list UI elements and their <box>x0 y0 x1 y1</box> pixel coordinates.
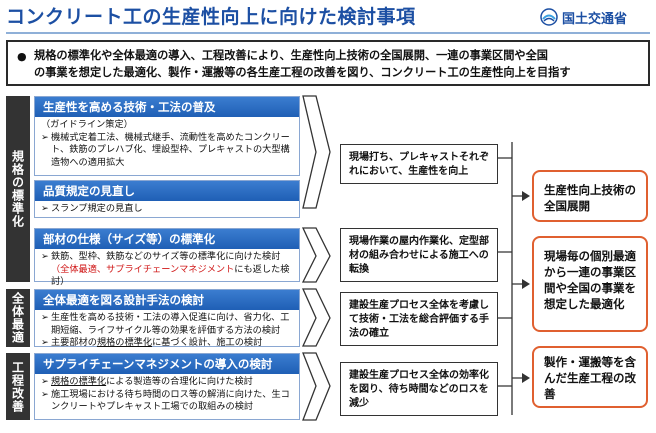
chevron-arrow-4 <box>302 352 331 421</box>
outcome-box-2: 現場作業の屋内作業化、定型部材の組み合わせによる施工への転換 <box>340 228 498 282</box>
outcome-box-3: 建設生産プロセス全体を考慮して技術・工法を総合評価する手法の確立 <box>340 292 498 346</box>
summary-line-1: 規格の標準化や全体最適の導入、工程改善により、生産性向上技術の全国展開、一連の事… <box>34 49 548 62</box>
bullet-icon: ● <box>17 50 27 63</box>
arrow-bullet-icon: ➢ <box>41 131 49 143</box>
list-item: ➢ 規格の標準化による製造等の合理化に向けた検討 <box>41 376 253 387</box>
section-header: サプライチェーンマネジメントの導入の検討 <box>35 354 299 374</box>
category-process: 工程改善 <box>6 353 30 420</box>
list-item: ➢ 主要部材の規格の標準化に基づく設計、施工の検討 <box>41 337 263 349</box>
result-box-nationwide: 生産性向上技術の全国展開 <box>532 170 648 222</box>
result-box-optimization: 現場毎の個別最適から一連の事業区間や全国の事業を想定した最適化 <box>532 236 648 332</box>
section-header: 部材の仕様（サイズ等）の標準化 <box>35 229 299 249</box>
outcome-box-1: 現場打ち、プレキャストそれぞれにおいて、生産性を向上 <box>340 144 498 184</box>
result-box-process: 製作・運搬等を含んだ生産工程の改善 <box>532 346 648 408</box>
page-title: コンクリート工の生産性向上に向けた検討事項 <box>6 6 416 28</box>
arrow-bullet-icon: ➢ <box>41 388 49 400</box>
section-header: 生産性を高める技術・工法の普及 <box>35 97 299 117</box>
arrow-head-r1 <box>522 191 530 201</box>
section-design-method: 全体最適を図る設計手法の検討 ➢ 生産性を高める技術・工法の導入促進に向け、省力… <box>34 289 300 349</box>
arrow-bullet-icon: ➢ <box>41 203 49 214</box>
section-note: （ガイドライン策定） <box>41 119 133 130</box>
underlined-text: 規格の標準化 <box>51 376 107 387</box>
summary-line-2: の事業を想定した最適化、製作・運搬等の各生産工程の改善を図り、コンクリート工の生… <box>34 66 571 79</box>
chevron-arrow-2 <box>301 227 331 283</box>
section-header: 品質規定の見直し <box>35 181 299 201</box>
underlined-text: 規格の標準化 <box>96 337 153 349</box>
summary-box: ● 規格の標準化や全体最適の導入、工程改善により、生産性向上技術の全国展開、一連… <box>6 40 650 86</box>
arrow-bullet-icon: ➢ <box>41 376 49 387</box>
section-quality-review: 品質規定の見直し ➢ スランプ規定の見直し <box>34 180 300 218</box>
list-item: ➢ 施工現場における待ち時間のロス等の解消に向けた、生コンクリートやプレキャスト… <box>41 388 290 413</box>
list-item: ➢ 機械式定着工法、機械式継手、流動性を高めたコンクリート、鉄筋のプレハブ化、埋… <box>41 131 290 168</box>
chevron-arrow-1 <box>302 95 331 209</box>
arrow-bullet-icon: ➢ <box>41 251 49 262</box>
list-item: ➢ 生産性を高める技術・工法の導入促進に向け、省力化、工期短縮、ライフサイクル等… <box>41 312 290 336</box>
header-divider <box>6 32 650 34</box>
arrow-bullet-icon: ➢ <box>41 312 49 323</box>
ministry-name: 国土交通省 <box>562 11 628 27</box>
outcome-box-4: 建設生産プロセス全体の効率化を図り、待ち時間などのロスを減少 <box>340 362 498 416</box>
arrow-bullet-icon: ➢ <box>41 337 49 349</box>
list-item: ➢ 鉄筋、型枠、鉄筋などのサイズ等の標準化に向けた検討 （全体最適、サプライチェ… <box>41 251 290 288</box>
arrow-head-r2 <box>522 279 530 289</box>
section-tech-adoption: 生産性を高める技術・工法の普及 （ガイドライン策定） ➢ 機械式定着工法、機械式… <box>34 96 300 176</box>
chevron-arrow-3 <box>301 288 331 347</box>
list-item: ➢ スランプ規定の見直し <box>41 203 143 214</box>
category-standardization: 規格の標準化 <box>6 96 30 282</box>
arrow-head-r3 <box>522 373 530 383</box>
section-supply-chain: サプライチェーンマネジメントの導入の検討 ➢ 規格の標準化による製造等の合理化に… <box>34 353 300 420</box>
highlight-text: （全体最適、サプライチェーンマネジメント <box>51 263 235 275</box>
section-member-spec: 部材の仕様（サイズ等）の標準化 ➢ 鉄筋、型枠、鉄筋などのサイズ等の標準化に向け… <box>34 228 300 287</box>
mlit-logo-icon <box>540 8 558 26</box>
connector-mid-to-right <box>498 142 522 415</box>
category-optimization: 全体最適 <box>6 289 30 347</box>
ministry-logo: 国土交通省 <box>540 6 652 28</box>
section-header: 全体最適を図る設計手法の検討 <box>35 290 299 310</box>
